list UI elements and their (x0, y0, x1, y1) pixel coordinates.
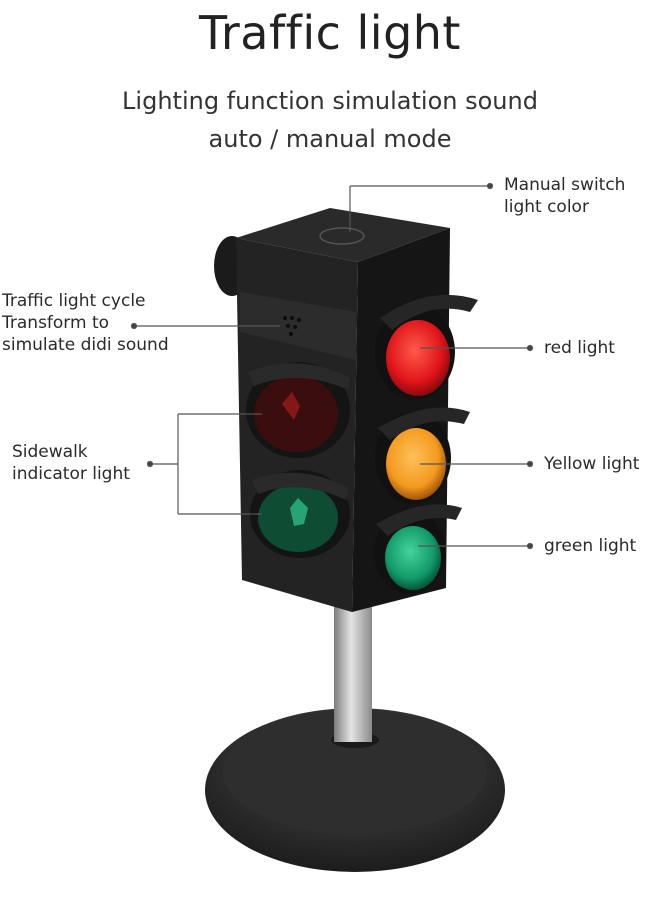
red-lamp (386, 320, 450, 396)
callout-sidewalk: Sidewalk indicator light (12, 441, 130, 485)
callout-green-light: green light (544, 536, 637, 556)
yellow-lamp (386, 428, 446, 500)
pole (334, 606, 372, 742)
right-lights (374, 294, 478, 594)
callout-leaders (130, 182, 534, 550)
callout-cycle-sound: Traffic light cycle Transform to simulat… (2, 290, 169, 356)
callout-manual-switch-line-1: Manual switch (504, 175, 626, 195)
callout-sidewalk-line-1: Sidewalk (12, 442, 88, 462)
callout-manual-switch: Manual switch light color (504, 174, 625, 218)
callout-red-light: red light (544, 338, 615, 358)
page-title: Traffic light (199, 6, 461, 60)
subtitle-line-2: auto / manual mode (208, 125, 452, 153)
callout-cycle-sound-line-1: Traffic light cycle (2, 291, 146, 311)
subtitle-line-1: Lighting function simulation sound (122, 87, 538, 115)
subtitle: Lighting function simulation sound auto … (0, 82, 660, 158)
callout-manual-switch-line-2: light color (504, 197, 589, 217)
callout-sidewalk-line-2: indicator light (12, 464, 130, 484)
callout-cycle-sound-line-3: simulate didi sound (2, 335, 169, 355)
callout-cycle-sound-line-2: Transform to (2, 313, 110, 333)
green-lamp (385, 526, 441, 590)
sidewalk-lights (246, 362, 350, 558)
callout-yellow-light: Yellow light (544, 454, 640, 474)
